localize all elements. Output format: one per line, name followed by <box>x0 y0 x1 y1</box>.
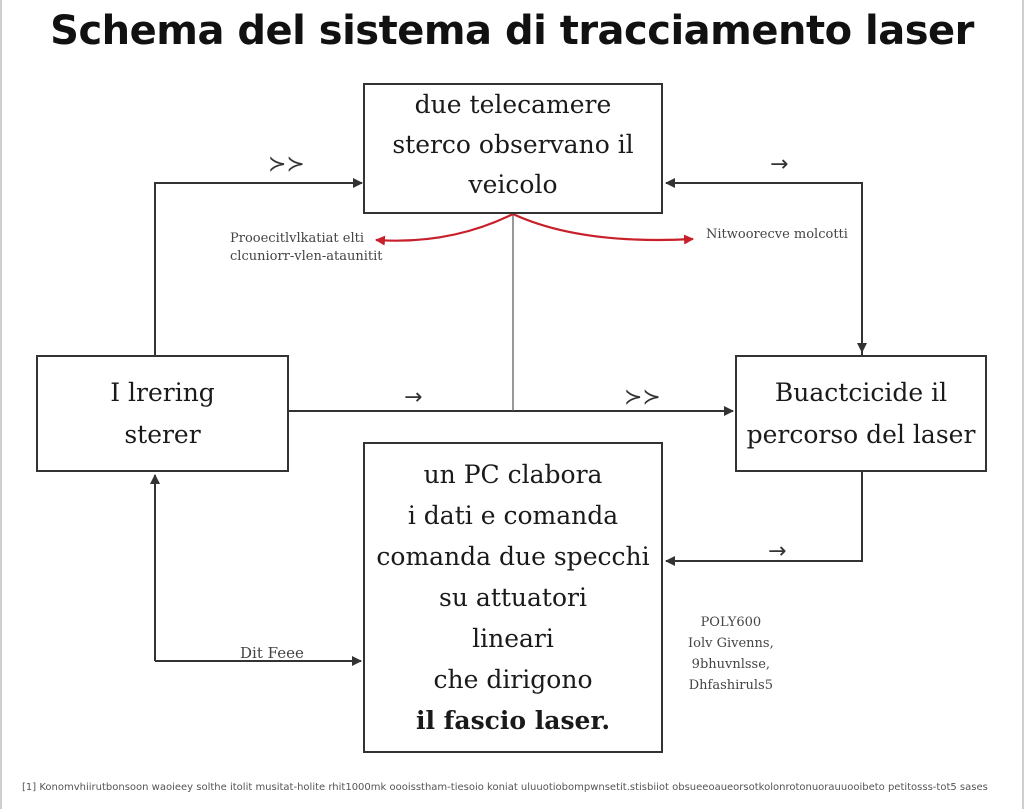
arrow-mark-mid-left: → <box>404 385 422 410</box>
box-right-line-2: percorso del laser <box>746 419 976 449</box>
note-bottom-line-4: Dhfashiruls5 <box>688 678 773 693</box>
box-stereo-tracking: I lrering sterer <box>36 355 289 472</box>
arrow-mark-mid-right: ≻≻ <box>624 385 661 410</box>
box-left-line-1: I lrering <box>110 377 215 407</box>
box-center-line-4: su attuatori <box>439 583 587 612</box>
diagram-title: Schema del sistema di tracciamento laser <box>50 8 974 54</box>
footer-caption: [1] Konomvhiirutbonsoon waoieey solthe i… <box>22 782 988 793</box>
box-center-line-2: i dati e comanda <box>407 501 619 530</box>
connector-left-to-top <box>154 178 363 355</box>
box-laser-path: Buactcicide il percorso del laser <box>735 355 987 472</box>
note-loop-label: Dit Feee <box>240 644 304 662</box>
arrow-mark-top-right: → <box>770 152 788 177</box>
arrow-mark-top-left: ≻≻ <box>268 152 305 177</box>
arrow-mark-bottom-right: → <box>768 539 786 564</box>
box-pc-controller: un PC clabora i dati e comanda comanda d… <box>363 442 663 753</box>
box-top-line-1: due telecamere <box>414 90 612 119</box>
red-arrow-left <box>375 213 514 246</box>
note-bottom-line-2: Iolv Givenns, <box>688 636 774 651</box>
box-center-line-3: comanda due specchi <box>376 542 650 571</box>
box-top-line-3: veicolo <box>468 170 558 199</box>
box-center-line-1: un PC clabora <box>423 460 603 489</box>
note-left-line-1: Prooecitlvlkatiat elti <box>230 231 364 246</box>
box-top-line-2: sterco observano il <box>392 130 634 159</box>
box-stereo-cameras: due telecamere sterco observano il veico… <box>363 83 663 214</box>
note-bottom-line-1: POLY600 <box>700 615 762 630</box>
note-bottom-line-3: 9bhuvnlsse, <box>691 657 771 672</box>
note-right: Nitwoorecve molcotti <box>706 227 848 242</box>
red-arrow-right <box>512 213 694 245</box>
box-left-line-2: sterer <box>124 419 201 449</box>
box-right-line-1: Buactcicide il <box>774 377 948 407</box>
note-left-line-2: clcuniorr-vlen-ataunitit <box>230 249 383 264</box>
note-bottom: POLY600 Iolv Givenns, 9bhuvnlsse, Dhfash… <box>688 612 774 696</box>
box-center-line-5: lineari <box>472 624 554 653</box>
connector-right-to-center <box>665 472 863 566</box>
connector-top-to-right <box>665 178 863 355</box>
box-center-line-6: che dirigono <box>433 665 593 694</box>
note-left: Prooecitlvlkatiat elti clcuniorr-vlen-at… <box>230 230 382 266</box>
box-center-final-line: il fascio laser. <box>415 706 611 735</box>
